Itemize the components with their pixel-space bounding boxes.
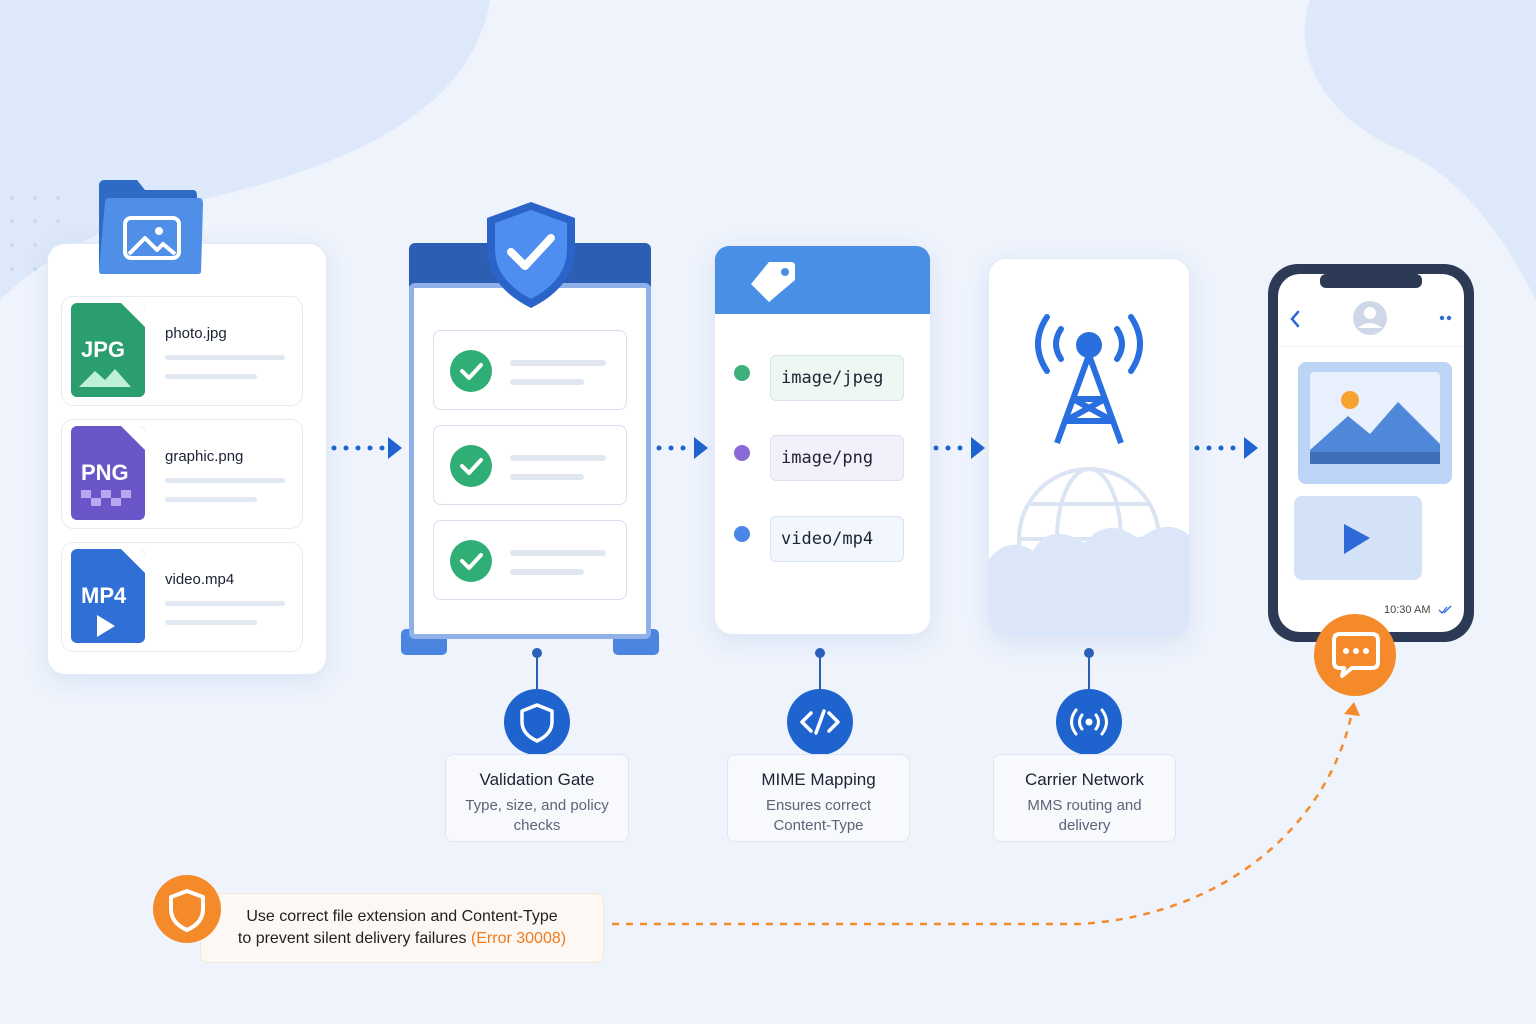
png-file-icon: PNG: [71, 426, 145, 520]
file-name: photo.jpg: [165, 325, 227, 342]
mime-type-jpeg: image/jpeg: [770, 355, 904, 401]
phone-screen: 10:30 AM: [1278, 274, 1464, 632]
check-item: [433, 330, 627, 410]
code-icon: [787, 689, 853, 755]
note-line-2: to prevent silent delivery failures: [237, 930, 467, 947]
tag-icon: [751, 262, 795, 302]
check-icon: [450, 540, 492, 582]
mime-dot: [734, 445, 750, 461]
message-timestamp: 10:30 AM: [1384, 604, 1431, 616]
check-icon: [450, 445, 492, 487]
check-icon: [450, 350, 492, 392]
double-check-icon: [1438, 605, 1452, 614]
warning-note: Use correct file extension and Content-T…: [200, 893, 604, 963]
stage-description: Ensures correct Content-Type: [765, 797, 872, 834]
file-item-mp4[interactable]: MP4 video.mp4: [61, 542, 303, 652]
validation-checklist: [409, 283, 651, 639]
error-code: (Error 30008): [470, 930, 567, 947]
image-folder-icon: [99, 180, 203, 274]
stage-description: Type, size, and policy checks: [465, 797, 609, 834]
file-name: video.mp4: [165, 571, 235, 588]
mime-dot: [734, 365, 750, 381]
validation-gate-label: Validation Gate Type, size, and policy c…: [445, 754, 629, 842]
check-item: [433, 520, 627, 600]
shield-check-icon: [487, 202, 575, 308]
files-panel: JPG photo.jpg PNG graphic.png MP4 video.…: [47, 243, 327, 675]
message-bubble-icon: [1314, 614, 1396, 696]
note-line-1: Use correct file extension and Content-T…: [246, 908, 558, 925]
mime-type-png: image/png: [770, 435, 904, 481]
cell-tower-icon: [989, 314, 1189, 637]
mp4-file-icon: MP4: [71, 549, 145, 643]
carrier-panel: [988, 258, 1190, 638]
mime-type-mp4: video/mp4: [770, 516, 904, 562]
stage-description: MMS routing and delivery: [1027, 797, 1142, 834]
mime-panel: image/jpeg image/png video/mp4: [714, 245, 931, 635]
stage-title: MIME Mapping: [761, 770, 876, 789]
file-item-png[interactable]: PNG graphic.png: [61, 419, 303, 529]
jpg-file-icon: JPG: [71, 303, 145, 397]
stage-title: Carrier Network: [1024, 770, 1145, 789]
stage-title: Validation Gate: [479, 770, 595, 789]
shield-icon: [504, 689, 570, 755]
mime-mapping-label: MIME Mapping Ensures correct Content-Typ…: [727, 754, 910, 842]
mime-dot: [734, 526, 750, 542]
check-item: [433, 425, 627, 505]
carrier-network-label: Carrier Network MMS routing and delivery: [993, 754, 1176, 842]
signal-icon: [1056, 689, 1122, 755]
file-name: graphic.png: [165, 448, 244, 465]
warning-shield-icon: [153, 875, 221, 943]
file-item-jpg[interactable]: JPG photo.jpg: [61, 296, 303, 406]
mime-header: [715, 246, 930, 314]
phone-device: 10:30 AM: [1268, 264, 1474, 642]
